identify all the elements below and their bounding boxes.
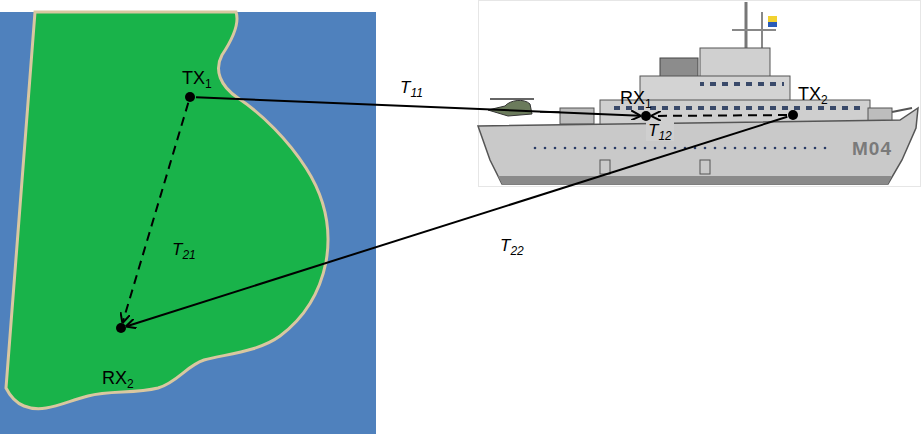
hull-door (600, 160, 610, 174)
rotor (490, 98, 534, 100)
sea (0, 12, 376, 434)
station-label: RX1 (620, 88, 652, 108)
superstructure (700, 48, 770, 78)
path-label: T11 (398, 78, 425, 98)
station-label: TX1 (182, 68, 212, 88)
window-row (700, 82, 784, 90)
boot-stripe (498, 176, 892, 184)
path-label: T21 (170, 240, 198, 260)
yard (732, 29, 776, 31)
superstructure (640, 76, 790, 102)
path-label: T12 (646, 121, 674, 141)
path-label: T22 (498, 236, 526, 256)
station-dot (788, 110, 798, 120)
signal-path (123, 103, 189, 323)
station-node: RX2 (102, 368, 134, 388)
signal-path (652, 114, 787, 117)
station-node: TX1 (182, 68, 212, 88)
gun-barrel (892, 108, 912, 112)
station-dot (116, 323, 126, 333)
flag (768, 22, 777, 27)
station-dot (185, 92, 195, 102)
station-label: TX2 (798, 84, 828, 104)
station-dot (641, 111, 651, 121)
island (6, 12, 328, 409)
gun-turret (560, 108, 594, 124)
flag (768, 16, 777, 22)
ship-frame (479, 1, 921, 187)
signal-path (196, 97, 640, 116)
signal-path (127, 117, 788, 326)
station-label: RX2 (102, 368, 134, 388)
station-node: TX2 (798, 84, 828, 104)
hull-door (700, 160, 710, 174)
station-node: RX1 (620, 88, 652, 108)
helicopter (488, 100, 532, 116)
hull-number: M04 (852, 138, 892, 160)
